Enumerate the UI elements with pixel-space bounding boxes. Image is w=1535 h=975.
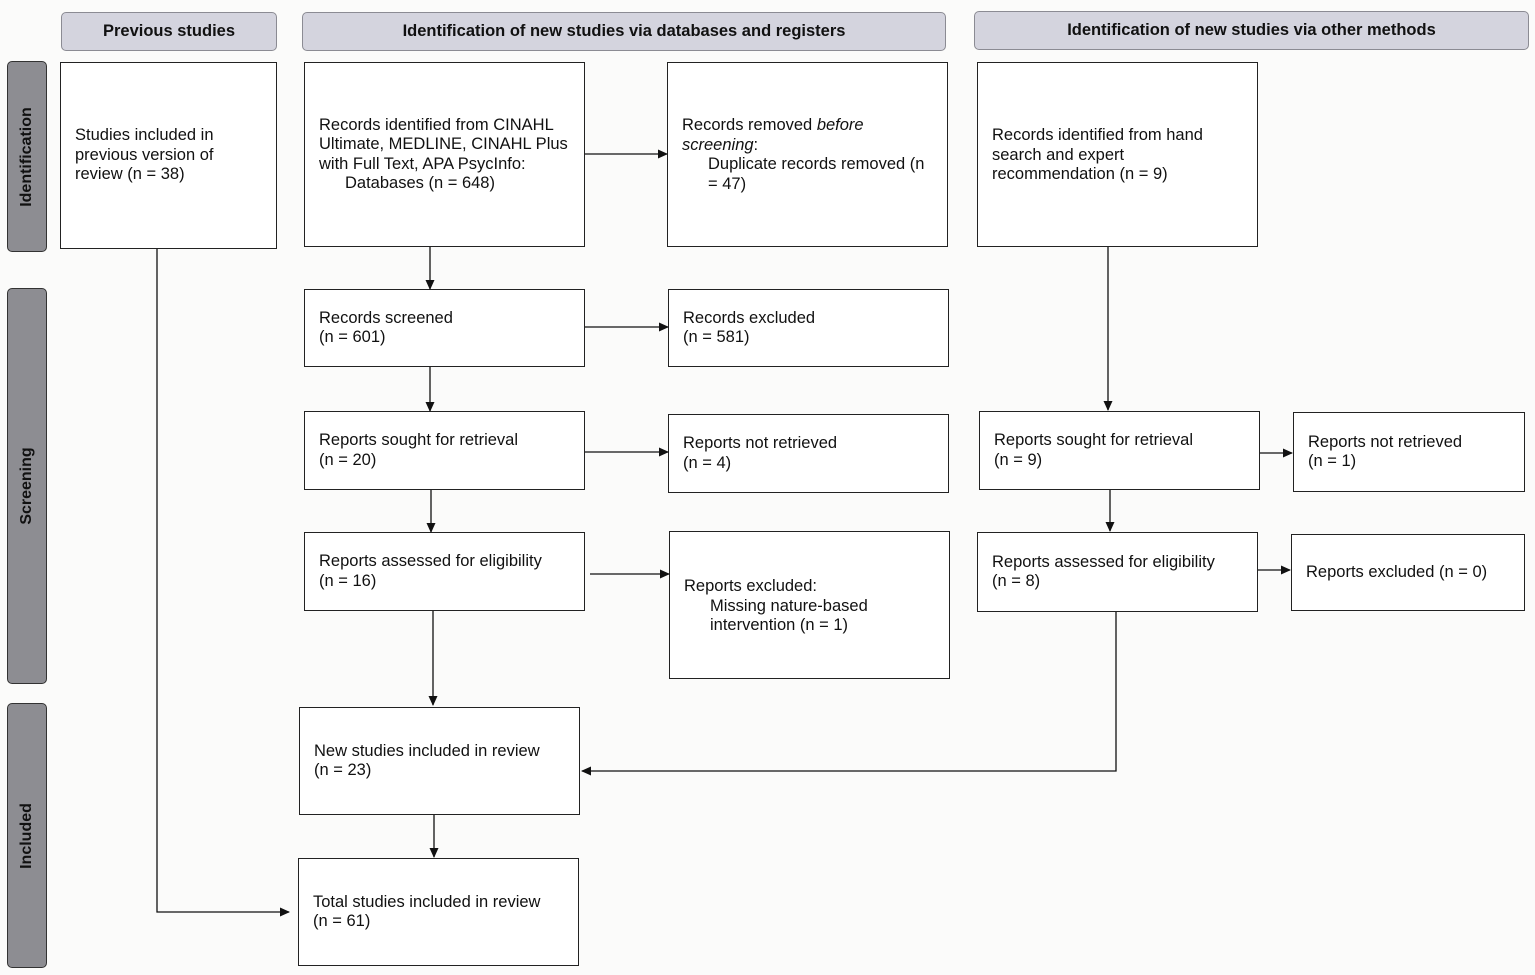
arrow-other-assessed-to-new-included <box>581 612 1117 776</box>
db-reports-not-retrieved-count: (n = 4) <box>683 453 732 472</box>
other-reports-sought-box: Reports sought for retrieval (n = 9) <box>979 411 1260 490</box>
other-reports-not-retrieved-box: Reports not retrieved (n = 1) <box>1293 412 1525 492</box>
records-excluded-box: Records excluded (n = 581) <box>668 289 949 367</box>
header-previous-studies: Previous studies <box>61 12 277 51</box>
other-reports-sought-label: Reports sought for retrieval <box>994 431 1194 449</box>
db-reports-assessed-box: Reports assessed for eligibility (n = 16… <box>304 532 585 611</box>
records-excluded-label: Records excluded <box>683 308 816 327</box>
total-studies-included-label: Total studies included in review <box>313 892 541 911</box>
other-reports-assessed-count: (n = 8) <box>992 572 1041 590</box>
other-reports-excluded-box: Reports excluded (n = 0) <box>1291 534 1525 611</box>
db-reports-assessed-count: (n = 16) <box>319 571 377 590</box>
db-reports-not-retrieved-label: Reports not retrieved <box>683 434 838 452</box>
other-reports-assessed-label: Reports assessed for eligibility <box>992 552 1215 571</box>
previous-studies-box: Studies included in previous version of … <box>60 62 277 249</box>
db-reports-sought-label: Reports sought for retrieval <box>319 431 519 449</box>
db-records-count: Databases (n = 648) <box>345 174 495 192</box>
records-screened-label: Records screened <box>319 308 453 327</box>
total-studies-included-box: Total studies included in review (n = 61… <box>298 858 579 966</box>
phase-included: Included <box>7 703 47 968</box>
duplicates-removed-text: Duplicate records removed (n = 47) <box>708 155 925 193</box>
other-records-identified-box: Records identified from hand search and … <box>977 62 1258 247</box>
db-reports-excluded-label: Reports excluded: <box>684 577 817 595</box>
other-reports-not-retrieved-count: (n = 1) <box>1308 452 1357 470</box>
other-reports-sought-count: (n = 9) <box>994 450 1043 469</box>
db-reports-excluded-detail: Missing nature-based intervention (n = 1… <box>710 596 868 635</box>
db-reports-assessed-label: Reports assessed for eligibility <box>319 552 542 570</box>
records-excluded-count: (n = 581) <box>683 328 750 346</box>
records-screened-box: Records screened (n = 601) <box>304 289 585 367</box>
arrow-previous-to-total <box>156 249 290 917</box>
new-studies-included-label: New studies included in review <box>314 741 540 760</box>
records-removed-box: Records removed before screening: Duplic… <box>667 62 948 247</box>
db-records-identified-box: Records identified from CINAHL Ultimate,… <box>304 62 585 247</box>
other-reports-not-retrieved-label: Reports not retrieved <box>1308 432 1463 451</box>
new-studies-included-count: (n = 23) <box>314 761 372 779</box>
db-records-identified-text: Records identified from CINAHL Ultimate,… <box>319 115 568 173</box>
records-removed-italic: before screening <box>682 116 864 154</box>
header-databases-registers: Identification of new studies via databa… <box>302 12 946 51</box>
other-reports-assessed-box: Reports assessed for eligibility (n = 8) <box>977 532 1258 612</box>
total-studies-included-count: (n = 61) <box>313 912 371 930</box>
header-other-methods: Identification of new studies via other … <box>974 11 1529 50</box>
other-reports-excluded-text: Reports excluded (n = 0) <box>1306 562 1488 581</box>
records-removed-text: Records removed before screening: <box>682 116 933 155</box>
phase-screening: Screening <box>7 288 47 684</box>
new-studies-included-box: New studies included in review (n = 23) <box>299 707 580 815</box>
db-reports-excluded-box: Reports excluded: Missing nature-based i… <box>669 531 950 679</box>
db-reports-sought-count: (n = 20) <box>319 450 377 469</box>
other-records-identified-text: Records identified from hand search and … <box>992 126 1203 183</box>
records-removed-prefix: Records removed <box>682 116 817 134</box>
records-removed-suffix: : <box>753 135 759 154</box>
phase-identification: Identification <box>7 61 47 252</box>
previous-studies-text: Studies included in previous version of … <box>75 126 214 184</box>
records-screened-count: (n = 601) <box>319 328 386 346</box>
db-reports-sought-box: Reports sought for retrieval (n = 20) <box>304 411 585 490</box>
db-reports-not-retrieved-box: Reports not retrieved (n = 4) <box>668 414 949 493</box>
